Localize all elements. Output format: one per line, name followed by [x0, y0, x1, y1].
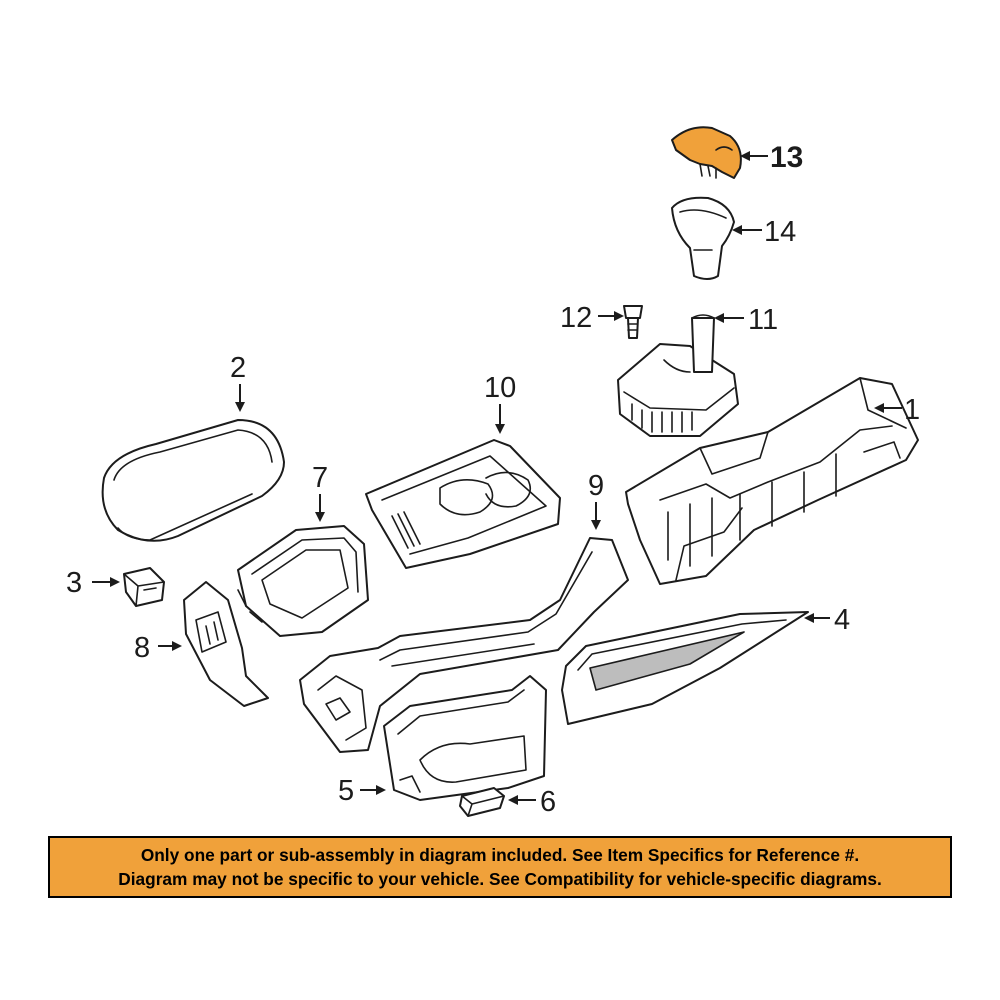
disclaimer-line-2: Diagram may not be specific to your vehi…	[118, 869, 882, 889]
svg-text:12: 12	[560, 302, 592, 334]
svg-text:6: 6	[540, 786, 556, 818]
part-5-lower-side-panel	[383, 675, 547, 801]
part-1-console-base	[625, 377, 919, 585]
part-12-bolt	[623, 305, 643, 339]
svg-text:3: 3	[66, 567, 82, 599]
disclaimer-line-1: Only one part or sub-assembly in diagram…	[140, 845, 860, 865]
svg-text:9: 9	[588, 470, 604, 502]
callout-9: 9	[588, 470, 604, 530]
part-6-insert	[459, 787, 505, 817]
svg-text:4: 4	[834, 604, 850, 636]
callout-10: 10	[484, 372, 516, 434]
svg-text:7: 7	[312, 462, 328, 494]
callout-1: 1	[874, 394, 920, 426]
part-4-side-trim-panel	[561, 611, 809, 725]
svg-text:11: 11	[748, 304, 778, 336]
svg-text:10: 10	[484, 372, 516, 404]
part-11-shifter-assembly	[617, 314, 739, 437]
callout-2: 2	[230, 352, 246, 412]
part-14-shift-knob	[671, 196, 735, 280]
svg-text:13: 13	[770, 141, 803, 174]
part-13-shift-knob-cap	[671, 126, 742, 179]
disclaimer-banner: Only one part or sub-assembly in diagram…	[48, 836, 952, 898]
callout-8: 8	[134, 632, 182, 664]
svg-text:1: 1	[904, 394, 920, 426]
callout-7: 7	[312, 462, 328, 522]
part-9-console-duct	[299, 537, 629, 753]
svg-text:5: 5	[338, 775, 354, 807]
callout-6: 6	[508, 786, 556, 818]
part-3-clip	[123, 567, 165, 607]
callout-13: 13	[740, 141, 803, 174]
part-2-armrest-lid	[101, 419, 285, 542]
callout-12: 12	[560, 302, 624, 334]
svg-text:2: 2	[230, 352, 246, 384]
callout-5: 5	[338, 775, 386, 807]
part-10-cupholder-panel	[365, 439, 561, 569]
part-8-trim-bezel	[183, 581, 269, 707]
part-7-storage-bin	[237, 525, 369, 637]
svg-text:8: 8	[134, 632, 150, 664]
svg-text:14: 14	[764, 216, 796, 248]
callout-4: 4	[804, 604, 850, 636]
callout-3: 3	[66, 567, 120, 599]
callout-14: 14	[732, 216, 796, 248]
callout-11: 11	[714, 304, 778, 336]
